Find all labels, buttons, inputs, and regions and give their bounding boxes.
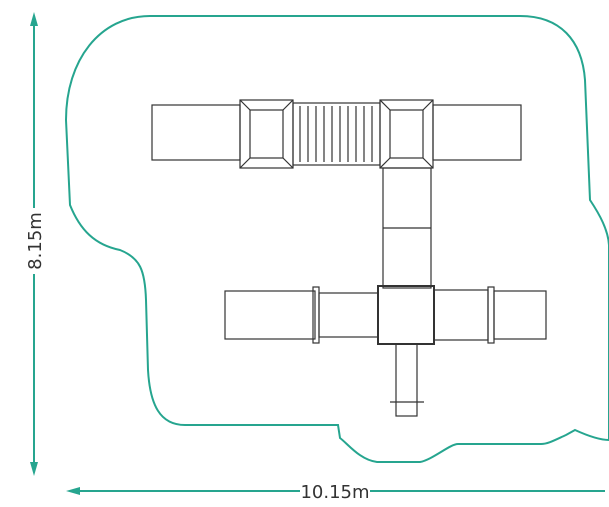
upper-left-deck xyxy=(151,104,241,161)
lower-right-post xyxy=(487,286,495,344)
upper-tower-left-inner xyxy=(249,109,284,159)
lower-right-walkway xyxy=(433,289,489,341)
safety-zone-boundary xyxy=(64,15,609,463)
height-dimension: 8.15m xyxy=(22,12,46,476)
upper-bridge-slats xyxy=(299,106,373,162)
height-arrow-top xyxy=(30,12,38,26)
lower-tower xyxy=(377,285,435,345)
lower-left-post xyxy=(312,286,320,344)
upper-right-deck xyxy=(432,104,522,161)
lower-left-walkway xyxy=(318,292,379,338)
width-dimension: 10.15m xyxy=(66,480,605,504)
height-dimension-label: 8.15m xyxy=(25,212,46,270)
upper-bridge xyxy=(292,102,381,166)
width-dimension-label: 10.15m xyxy=(300,482,369,503)
vertical-connector xyxy=(382,167,432,289)
upper-structure xyxy=(151,99,522,169)
lower-structure xyxy=(224,285,547,417)
width-arrow-left xyxy=(66,487,80,495)
lower-left-slide xyxy=(224,290,316,340)
lower-right-slide xyxy=(493,290,547,340)
lower-ladder xyxy=(395,343,418,417)
height-arrow-bottom xyxy=(30,462,38,476)
upper-tower-right-inner xyxy=(389,109,424,159)
